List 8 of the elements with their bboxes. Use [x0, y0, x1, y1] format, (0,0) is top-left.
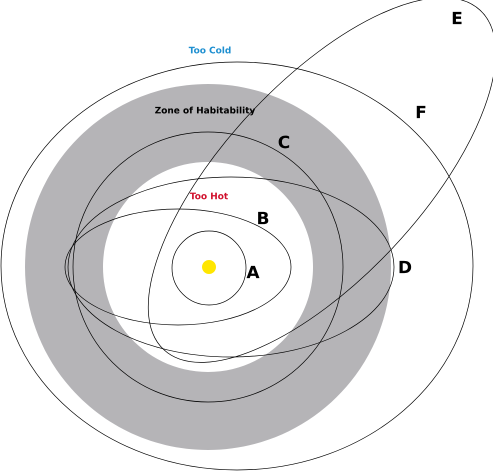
orbit-label: A — [246, 266, 260, 278]
zone-label: Too Cold — [188, 46, 231, 54]
orbit-label: E — [452, 12, 462, 24]
orbit-label: F — [416, 106, 426, 118]
orbit-label: C — [278, 136, 290, 148]
orbit-label: D — [400, 260, 412, 274]
orbit-label: B — [258, 212, 268, 224]
zone-label: Too Hot — [190, 192, 228, 200]
